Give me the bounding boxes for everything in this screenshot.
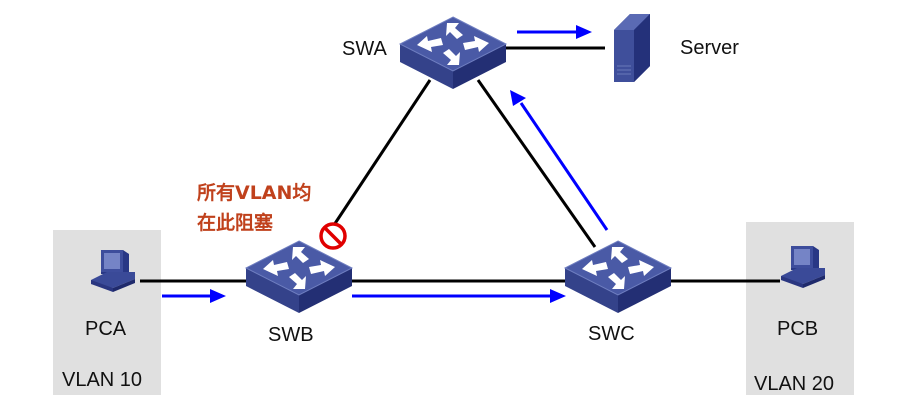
link-swa-swc bbox=[476, 79, 597, 248]
blocked-icon bbox=[319, 222, 347, 250]
label-pca: PCA bbox=[85, 318, 127, 340]
traffic-arrow-swc-swa bbox=[510, 90, 609, 231]
label-server: Server bbox=[680, 37, 739, 59]
traffic-arrow-swb-swc bbox=[352, 289, 566, 303]
label-swa: SWA bbox=[342, 38, 387, 60]
label-pcb: PCB bbox=[777, 318, 818, 340]
traffic-arrow-pca-swb bbox=[162, 289, 226, 303]
annotation-line-1: 所有VLAN均 bbox=[197, 181, 311, 204]
server-icon bbox=[614, 14, 650, 82]
traffic-arrow-swa-server bbox=[517, 25, 592, 39]
switch-icon bbox=[245, 240, 353, 314]
label-swc: SWC bbox=[588, 323, 635, 345]
server[interactable] bbox=[614, 14, 650, 82]
link-swa-swb bbox=[330, 79, 432, 229]
label-swb: SWB bbox=[268, 324, 314, 346]
label-vlan-20: VLAN 20 bbox=[754, 373, 834, 395]
switch-swa[interactable] bbox=[399, 16, 507, 90]
switch-icon bbox=[399, 16, 507, 90]
annotation-line-2: 在此阻塞 bbox=[197, 211, 274, 234]
switch-swb[interactable] bbox=[245, 240, 353, 314]
label-vlan-10: VLAN 10 bbox=[62, 369, 142, 391]
switch-swc[interactable] bbox=[564, 240, 672, 314]
switch-icon bbox=[564, 240, 672, 314]
